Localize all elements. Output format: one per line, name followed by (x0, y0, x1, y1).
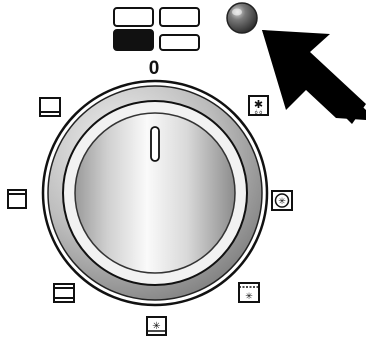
fan-bottom-icon: ✳ (146, 316, 167, 336)
indicator-light-icon (226, 2, 258, 34)
defrost-icon: ✱ ó ó (248, 95, 269, 116)
heater-symbol-top-right (159, 7, 200, 27)
heater-symbol-bottom-left (113, 29, 154, 51)
top-bottom-heat-icon (7, 189, 27, 209)
mode-selector-knob[interactable] (41, 79, 269, 307)
zero-position-label: 0 (149, 58, 160, 79)
off-position-symbol: 0 (113, 7, 200, 79)
top-bottom-heat-alt-icon (53, 283, 75, 303)
svg-text:✱: ✱ (254, 98, 263, 111)
heater-symbol-top-left (113, 7, 154, 27)
svg-text:✳: ✳ (152, 321, 160, 332)
heater-symbol-bottom-right (159, 34, 200, 51)
mode-icon-top-bottom-heat-upper (39, 97, 61, 117)
svg-text:ó ó: ó ó (255, 109, 263, 116)
svg-text:✳: ✳ (278, 197, 286, 207)
knob-position-marker (150, 126, 160, 162)
svg-text:✳: ✳ (245, 292, 253, 302)
fan-grill-icon: ✳ (238, 282, 260, 303)
fan-icon: ✳ (271, 190, 293, 211)
arrow-icon (262, 30, 366, 124)
